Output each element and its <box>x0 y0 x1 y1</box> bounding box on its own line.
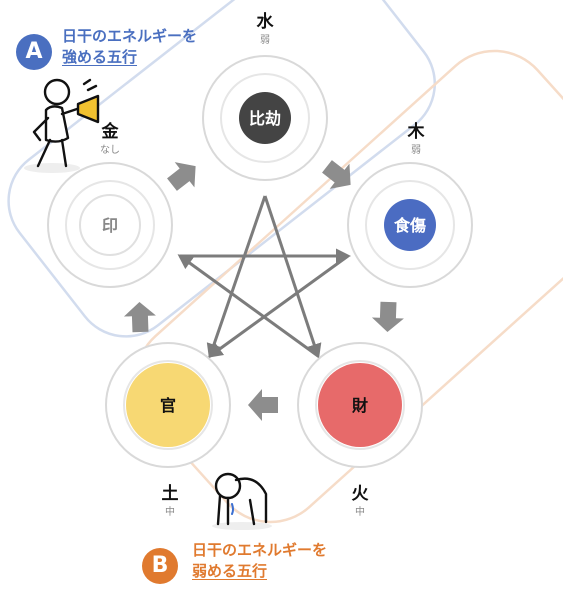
element-center-label: 比劫 <box>249 109 281 128</box>
node-label-fire: 火 中 <box>330 484 390 520</box>
arrow-fire-to-earth <box>248 389 278 421</box>
element-strength: なし <box>100 145 120 156</box>
group-b-band <box>134 49 563 524</box>
arrow-metal-to-water <box>167 162 196 191</box>
control-fire-to-metal <box>177 254 319 358</box>
group-b-badge: B <box>142 548 178 584</box>
element-center-label: 官 <box>160 396 176 415</box>
group-a-line2: 強める五行 <box>62 48 138 66</box>
element-node-fire: 財 <box>297 342 423 468</box>
control-earth-to-water <box>263 195 322 359</box>
node-label-metal: 金 なし <box>80 122 140 158</box>
control-wood-to-earth <box>207 254 349 358</box>
element-strength: 中 <box>355 507 365 518</box>
element-node-water: 比劫 <box>202 55 328 181</box>
group-a-badge: A <box>16 34 52 70</box>
control-water-to-fire <box>206 195 267 359</box>
node-label-wood: 木 弱 <box>386 122 446 158</box>
element-strength: 弱 <box>260 35 270 46</box>
group-b-line1: 日干のエネルギーを <box>192 541 328 559</box>
arrow-wood-to-fire <box>371 301 404 332</box>
arrow-earth-to-metal <box>123 302 156 333</box>
controlling-star-arrows <box>177 195 351 359</box>
node-label-earth: 土 中 <box>140 484 200 520</box>
element-center-label: 食傷 <box>393 216 426 235</box>
group-a-caption: 日干のエネルギーを 強める五行 <box>62 26 197 68</box>
element-node-wood: 食傷 <box>347 162 473 288</box>
arrow-water-to-wood <box>322 160 351 189</box>
group-a-line1: 日干のエネルギーを <box>62 27 198 45</box>
group-a-band <box>7 0 437 338</box>
element-name: 水 <box>256 12 274 32</box>
element-name: 土 <box>161 484 179 504</box>
element-name: 木 <box>407 122 425 142</box>
group-b-caption: 日干のエネルギーを 弱める五行 <box>192 540 327 582</box>
element-node-metal: 印 <box>47 162 173 288</box>
element-strength: 弱 <box>411 145 421 156</box>
group-b-line2: 弱める五行 <box>192 562 268 580</box>
element-name: 金 <box>101 122 119 142</box>
node-label-water: 水 弱 <box>235 12 295 48</box>
element-node-earth: 官 <box>105 342 231 468</box>
kneeling-crying-person-icon <box>212 472 272 530</box>
element-center-label: 財 <box>352 396 368 415</box>
element-strength: 中 <box>165 507 175 518</box>
generating-cycle-arrows <box>123 160 404 421</box>
element-center-label: 印 <box>102 216 118 235</box>
element-name: 火 <box>351 484 369 504</box>
megaphone-person-icon <box>24 78 100 173</box>
